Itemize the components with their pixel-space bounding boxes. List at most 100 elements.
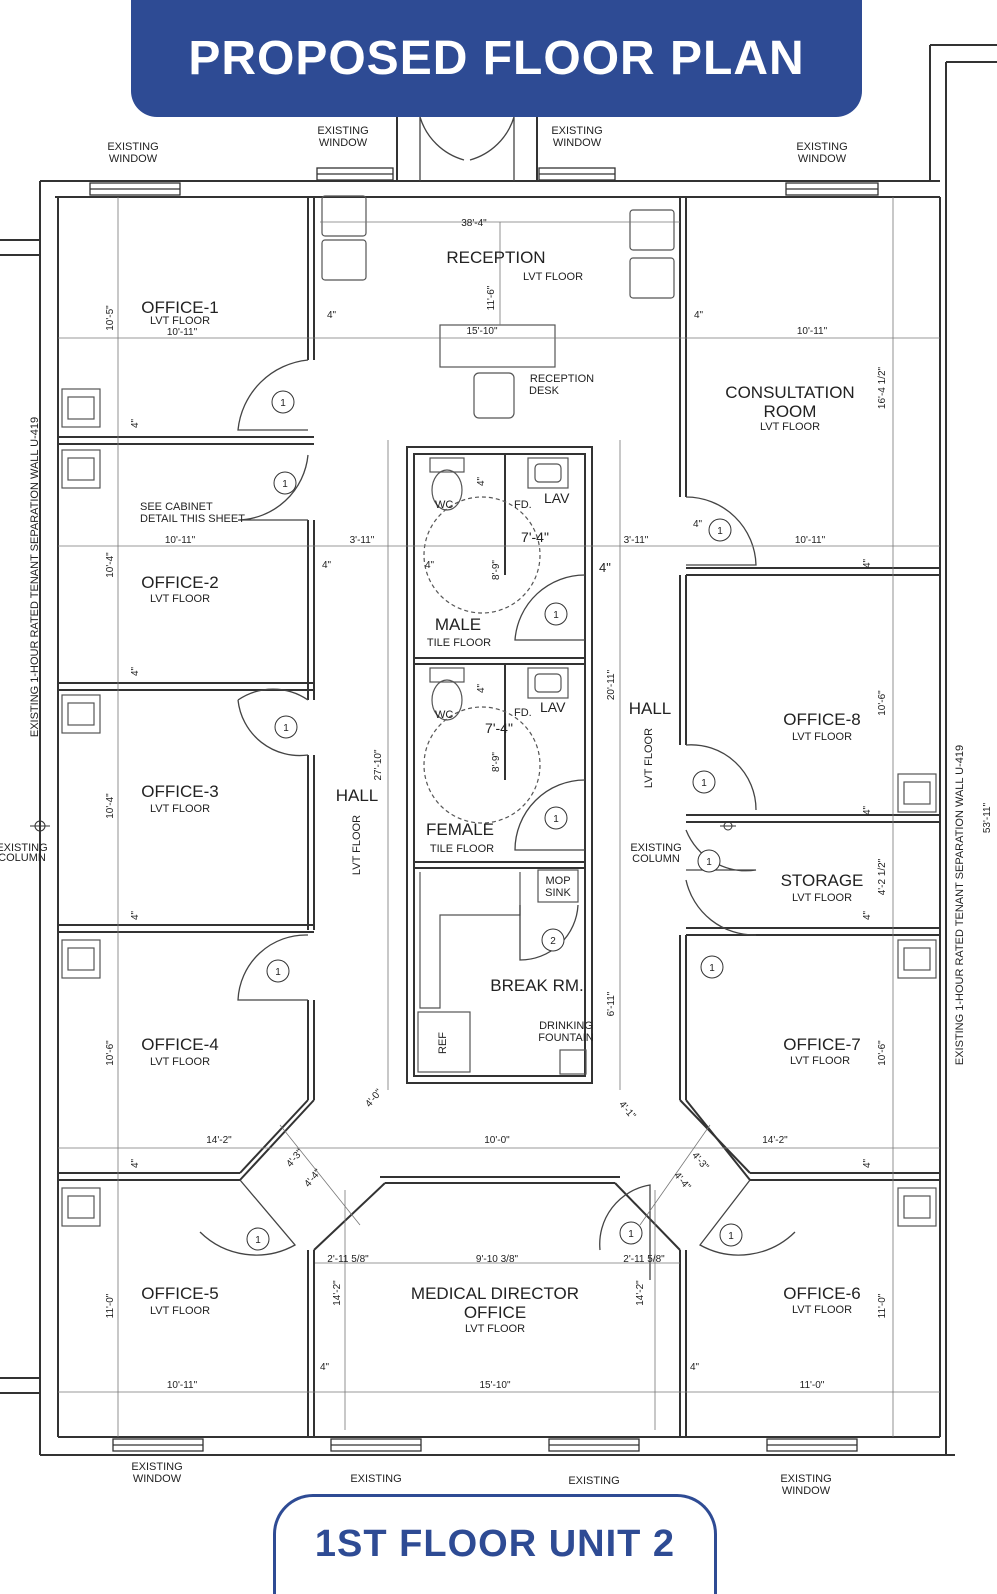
lav-label-female: LAV <box>540 699 566 715</box>
dim-restroom-width-male: 7'-4" <box>521 529 549 545</box>
dim-diag-d: 4'-1" <box>616 1099 638 1122</box>
dim-4in-9: 4" <box>476 683 487 693</box>
ref-label: REF <box>437 1032 449 1054</box>
dim-hall-length: 27'-10" <box>373 749 384 780</box>
office1-label: OFFICE-1 <box>141 298 218 317</box>
office7-label: OFFICE-7 <box>783 1035 860 1054</box>
reception-desk-label-1: RECEPTION <box>530 373 594 385</box>
column-label-4: COLUMN <box>632 853 680 865</box>
dim-4in-8: 4" <box>476 476 487 486</box>
existing-column-marker <box>30 816 736 836</box>
entry-doors <box>419 116 515 181</box>
dim-consult-width: 10'-11" <box>797 326 828 337</box>
dim-office8-width: 10'-11" <box>795 535 826 546</box>
office3-label: OFFICE-3 <box>141 782 218 801</box>
dim-office1-depth: 10'-5" <box>105 305 116 331</box>
column-label-1: EXISTING <box>0 842 48 854</box>
dimension-labels: 38'-4" 11'-6" 15'-10" 10'-5" 10'-11" 16'… <box>105 218 888 1391</box>
fixture-labels: WC WC LAV LAV FD. FD. MOP SINK REF DRINK… <box>0 490 682 1054</box>
dim-office2-width: 10'-11" <box>165 535 196 546</box>
dim-core-length: 20'-11" <box>606 669 617 700</box>
door-tag-1k: 1 <box>255 1235 261 1246</box>
dim-hall-right: 3'-11" <box>624 535 649 546</box>
dim-office7-width: 14'-2" <box>762 1135 788 1146</box>
office2-label: OFFICE-2 <box>141 573 218 592</box>
dim-4in-6: 4" <box>425 560 435 571</box>
dim-4in-18: 4" <box>690 1362 700 1373</box>
window-label-1b: WINDOW <box>109 153 158 165</box>
dim-office4-depth: 10'-6" <box>105 1040 116 1066</box>
dim-office5-depth: 11'-0" <box>105 1293 116 1318</box>
consultation-floor: LVT FLOOR <box>760 421 820 433</box>
wc-label-male: WC <box>435 499 453 511</box>
dim-office3-depth: 10'-4" <box>105 793 116 819</box>
right-wall-dimension: 53'-11" <box>982 802 993 833</box>
window-label-4b: WINDOW <box>798 153 847 165</box>
dim-diag-b: 4'-3" <box>284 1147 306 1170</box>
dim-4in-1: 4" <box>327 310 337 321</box>
office1-floor: LVT FLOOR <box>150 315 210 327</box>
footer-banner: 1ST FLOOR UNIT 2 <box>273 1494 717 1594</box>
dim-4in-15: 4" <box>130 1158 141 1168</box>
door-tag-1j: 1 <box>709 963 715 974</box>
hall-right-floor: LVT FLOOR <box>643 728 655 788</box>
dim-hall-left: 3'-11" <box>350 535 375 546</box>
interior-walls <box>58 197 940 1437</box>
door-tag-1m: 1 <box>728 1231 734 1242</box>
office6-label: OFFICE-6 <box>783 1284 860 1303</box>
medical-director-label-1: MEDICAL DIRECTOR <box>411 1284 579 1303</box>
dim-consult-depth: 16'-4 1/2" <box>877 366 888 409</box>
windows <box>89 167 879 1452</box>
dim-diag-a: 4'-0" <box>363 1087 385 1110</box>
office5-floor: LVT FLOOR <box>150 1305 210 1317</box>
doors <box>199 359 796 1280</box>
cabinet-note-2: DETAIL THIS SHEET <box>140 513 245 525</box>
storage-label: STORAGE <box>781 871 864 890</box>
dim-4in-4: 4" <box>322 560 332 571</box>
dim-4in-11: 4" <box>130 666 141 676</box>
office6-floor: LVT FLOOR <box>792 1304 852 1316</box>
office5-label: OFFICE-5 <box>141 1284 218 1303</box>
door-tag-1h: 1 <box>553 814 559 825</box>
dim-med-width: 15'-10" <box>479 1380 510 1391</box>
door-tag-1e: 1 <box>717 526 723 537</box>
dim-4in-13: 4" <box>130 910 141 920</box>
dim-med-side-left: 2'-11 5/8" <box>327 1254 369 1265</box>
dim-4in-2: 4" <box>694 310 704 321</box>
lav-label-male: LAV <box>544 490 570 506</box>
consultation-label-1: CONSULTATION <box>725 383 854 402</box>
medical-director-floor: LVT FLOOR <box>465 1323 525 1335</box>
mop-sink-label-2: SINK <box>545 887 571 899</box>
door-tag-1c: 1 <box>283 723 289 734</box>
dim-4in-10: 4" <box>862 558 873 568</box>
dim-office7-depth: 10'-6" <box>877 1040 888 1066</box>
window-label-3b: WINDOW <box>553 137 602 149</box>
door-tag-1i: 1 <box>706 857 712 868</box>
dim-med-depth-left: 14'-2" <box>332 1280 343 1306</box>
right-tenant-wall-label: EXISTING 1-HOUR RATED TENANT SEPARATION … <box>954 745 966 1065</box>
window-label-2b: WINDOW <box>319 137 368 149</box>
dim-4in-14: 4" <box>862 910 873 920</box>
office3-floor: LVT FLOOR <box>150 803 210 815</box>
window-label-6a: EXISTING <box>350 1473 401 1485</box>
dim-reception-depth: 11'-6" <box>486 285 497 310</box>
dim-office4-width: 14'-2" <box>206 1135 232 1146</box>
male-label: MALE <box>435 615 481 634</box>
dim-4in-12: 4" <box>862 805 873 815</box>
door-tag-1b: 1 <box>282 479 288 490</box>
hall-left-floor: LVT FLOOR <box>351 815 363 875</box>
office4-floor: LVT FLOOR <box>150 1056 210 1068</box>
dim-med-side-right: 2'-11 5/8" <box>623 1254 665 1265</box>
dim-restroom-depth-female: 8'-9" <box>491 752 502 772</box>
column-label-2: COLUMN <box>0 852 46 864</box>
drinking-fountain-label-2: FOUNTAIN <box>538 1032 593 1044</box>
dim-office6-width: 11'-0" <box>800 1380 825 1391</box>
break-room-label: BREAK RM. <box>490 976 584 995</box>
consultation-label-2: ROOM <box>764 402 817 421</box>
window-labels: EXISTING WINDOW EXISTING WINDOW EXISTING… <box>107 125 847 1497</box>
dim-restroom-width-female: 7'-4" <box>485 720 513 736</box>
dim-break-depth: 6'-11" <box>606 991 617 1016</box>
dim-4in-17: 4" <box>320 1362 330 1373</box>
window-label-4a: EXISTING <box>796 141 847 153</box>
